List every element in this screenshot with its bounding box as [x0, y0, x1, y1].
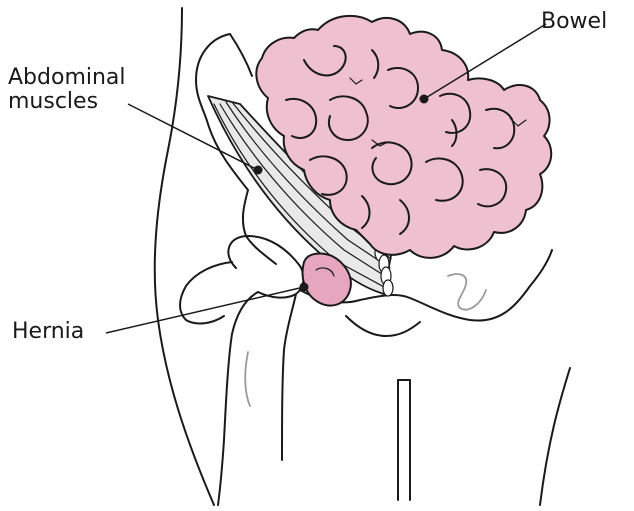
hernia-leader-line [106, 287, 304, 333]
right-leg-outline [540, 368, 570, 505]
bowel-label: Bowel [541, 10, 607, 34]
abdominal-muscles-label-line1: Abdominal [8, 66, 126, 90]
femur-grey-shading [245, 352, 250, 406]
abdominal-muscles-label: Abdominal muscles [8, 66, 126, 114]
femur-shaft-inner [282, 294, 296, 460]
hernia-leader-dot [300, 283, 309, 292]
bowel-leader-dot [420, 95, 429, 104]
hernia-label: Hernia [12, 320, 84, 344]
femur-head [228, 236, 303, 298]
sacrum-mark [448, 274, 486, 310]
abdominal-muscles-label-line2: muscles [8, 90, 126, 114]
pelvis-crest-inner [230, 34, 252, 76]
abdominal-muscles-leader-dot [254, 166, 263, 175]
body-outline [155, 8, 214, 505]
femur-shaft [218, 292, 258, 505]
pelvic-floor-curve [346, 316, 420, 336]
